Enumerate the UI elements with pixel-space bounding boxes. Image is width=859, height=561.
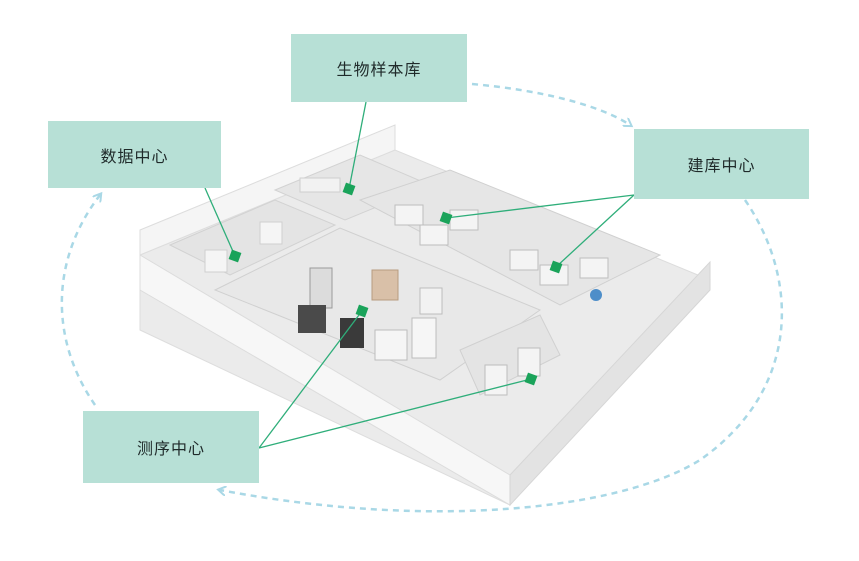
cycle-arrow-top bbox=[471, 82, 630, 125]
bio-bank-freezer bbox=[299, 177, 341, 193]
connector-data bbox=[204, 187, 236, 257]
connector-library-a bbox=[445, 194, 635, 219]
marker-seq-b bbox=[524, 372, 538, 386]
server-rack-1 bbox=[204, 249, 228, 273]
sequencer-1 bbox=[309, 267, 333, 309]
lab-cabinet bbox=[371, 269, 399, 301]
marker-seq-a bbox=[355, 304, 369, 318]
sequencer-2 bbox=[298, 305, 326, 333]
server-rack-2 bbox=[259, 221, 283, 245]
connector-bio bbox=[348, 101, 367, 190]
workstation-6 bbox=[579, 257, 609, 279]
connector-lines bbox=[204, 101, 635, 449]
location-marker-icon bbox=[228, 182, 563, 386]
sequencer-6 bbox=[419, 287, 443, 315]
label-bio-bank: 生物样本库 bbox=[291, 34, 467, 102]
outer-wall-front bbox=[509, 260, 711, 507]
sequencer-3 bbox=[340, 318, 364, 348]
workstation-2 bbox=[419, 224, 449, 246]
workstation-1 bbox=[394, 204, 424, 226]
cycle-arrow-icon bbox=[60, 82, 784, 513]
marker-bio bbox=[342, 182, 356, 196]
control-panel-1 bbox=[484, 364, 508, 396]
sequencer-4 bbox=[374, 329, 408, 361]
cycle-arrow-right bbox=[220, 199, 784, 513]
connector-seq-a bbox=[258, 310, 363, 449]
control-panel-2 bbox=[517, 347, 541, 377]
marker-data bbox=[228, 249, 242, 263]
connector-seq-b bbox=[258, 378, 532, 449]
label-library-center: 建库中心 bbox=[634, 129, 809, 199]
workstation-4 bbox=[509, 249, 539, 271]
workstation-3 bbox=[449, 209, 479, 231]
label-sequencing-center: 测序中心 bbox=[83, 411, 259, 483]
label-data-center: 数据中心 bbox=[48, 121, 221, 188]
room-sequencing bbox=[213, 227, 542, 381]
sequencer-5 bbox=[411, 317, 437, 359]
marker-library-a bbox=[439, 211, 453, 225]
marker-library-b bbox=[549, 260, 563, 274]
connector-library-b bbox=[555, 194, 635, 268]
technician-figure bbox=[590, 289, 602, 301]
cycle-arrow-left bbox=[60, 195, 100, 406]
